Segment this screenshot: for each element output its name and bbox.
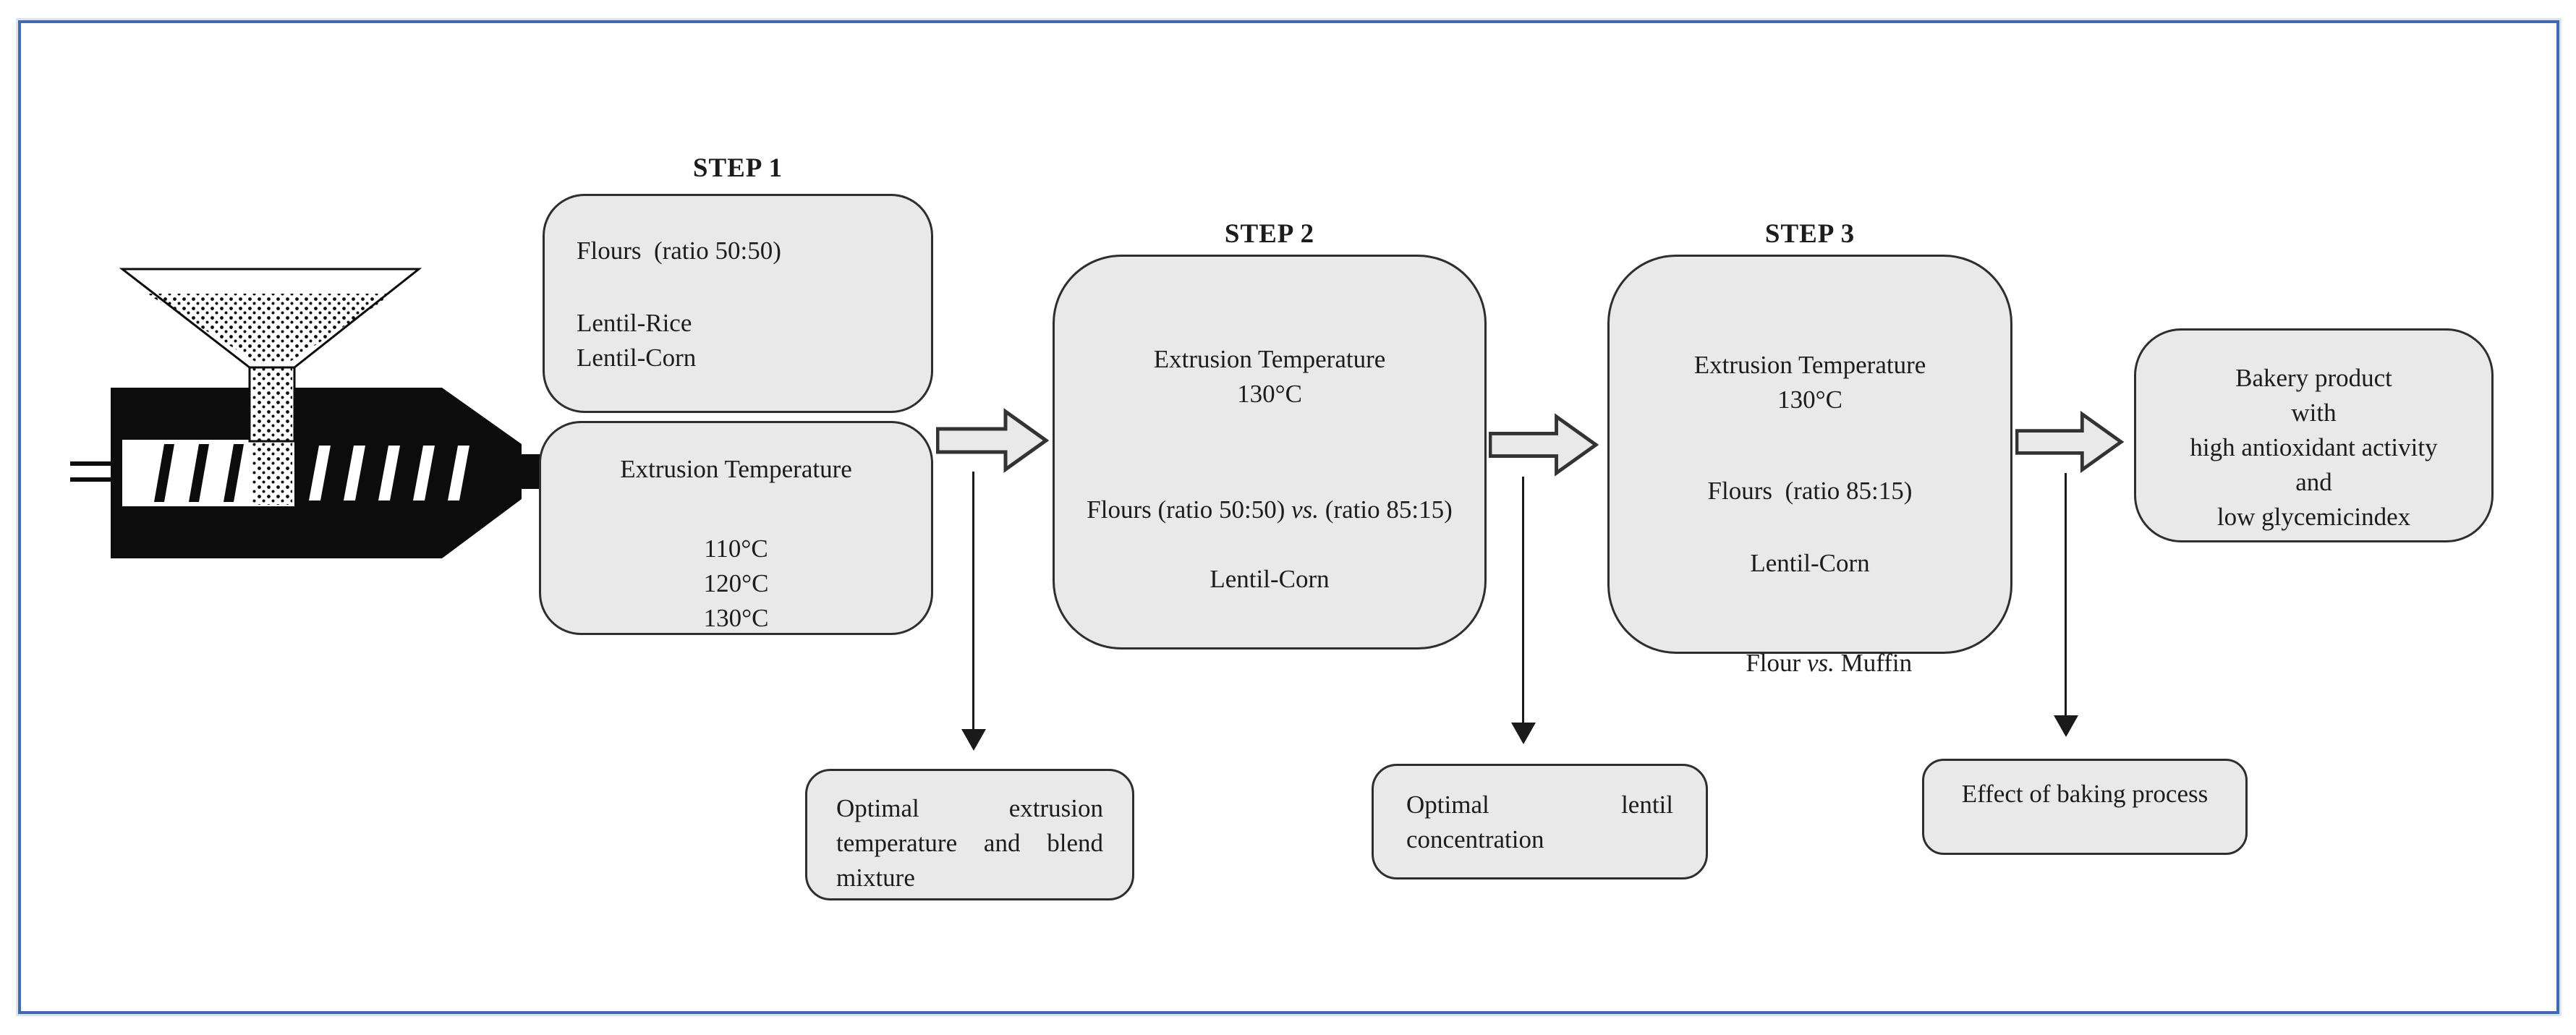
step1-label: STEP 1	[692, 153, 783, 183]
step1-temp-120: 120°C	[703, 569, 769, 597]
step3-compare-suffix: Muffin	[1834, 649, 1913, 677]
step1-temperature-title: Extrusion Temperature	[620, 455, 852, 483]
step1-blend-lentil-rice: Lentil-Rice	[577, 309, 692, 337]
outcome-box: Bakery product with high antioxidant act…	[2134, 328, 2494, 542]
flow-arrow-step3-outcome	[2015, 410, 2124, 474]
step2-temperature-title: Extrusion Temperature	[1153, 345, 1386, 373]
note-optimal-extrusion-text: Optimal extrusion temperature and blend …	[836, 794, 1103, 892]
step2-flours-comparison: Flours (ratio 50:50) vs. (ratio 85:15)	[1055, 493, 1484, 527]
step1-temp-110: 110°C	[704, 534, 768, 563]
step2-flours-suffix: (ratio 85:15)	[1319, 495, 1453, 524]
step1-temp-130: 130°C	[703, 604, 769, 632]
note-baking-effect: Effect of baking process	[1922, 759, 2248, 855]
step3-temperature-value: 130°C	[1777, 386, 1842, 414]
flow-arrow-step2-step3	[1489, 413, 1599, 477]
step3-temperature-title: Extrusion Temperature	[1693, 351, 1926, 379]
note-optimal-lentil-text: Optimal lentil concentration	[1406, 791, 1673, 853]
step3-flour-vs-muffin: Flour vs. Muffin	[1610, 611, 2010, 715]
step2-blend-lentil-corn: Lentil-Corn	[1210, 565, 1330, 593]
step3-vs-text: vs.	[1806, 649, 1835, 677]
flow-arrow-step1-step2	[936, 408, 1049, 473]
down-arrow-step1-note	[972, 472, 974, 729]
step2-temperature-value: 130°C	[1237, 380, 1302, 408]
step3-blend-lentil-corn: Lentil-Corn	[1750, 549, 1870, 577]
step2-label: STEP 2	[1224, 219, 1315, 249]
step3-compare-prefix: Flour	[1746, 649, 1807, 677]
outcome-line-2: with	[2291, 399, 2337, 427]
note-optimal-lentil-concentration: Optimal lentil concentration	[1372, 764, 1708, 879]
step1-flours-box: Flours (ratio 50:50) Lentil-Rice Lentil-…	[543, 194, 933, 413]
extruder-icon	[70, 268, 559, 558]
down-arrow-step3-note	[2065, 473, 2067, 715]
figure-frame	[18, 20, 2559, 1014]
step3-box: Extrusion Temperature 130°C Flours (rati…	[1607, 255, 2012, 677]
step2-flours-prefix: Flours (ratio 50:50)	[1087, 495, 1292, 524]
outcome-line-1: Bakery product	[2235, 364, 2392, 392]
step1-flours-ratio: Flours (ratio 50:50)	[577, 237, 781, 265]
step3-flours-ratio: Flours (ratio 85:15)	[1707, 477, 1913, 505]
step1-temperature-box: Extrusion Temperature 110°C 120°C 130°C	[539, 421, 933, 635]
outcome-line-4: and	[2295, 468, 2332, 496]
step2-vs-text: vs.	[1291, 495, 1319, 524]
step3-label: STEP 3	[1764, 219, 1856, 249]
step2-box: Extrusion Temperature 130°C Flours (rati…	[1053, 255, 1487, 649]
down-arrow-step2-note	[1522, 477, 1524, 723]
step1-blend-lentil-corn: Lentil-Corn	[577, 344, 697, 372]
outcome-line-5: low glycemicindex	[2216, 503, 2411, 531]
note-optimal-extrusion-temperature: Optimal extrusion temperature and blend …	[805, 769, 1134, 900]
outcome-line-3: high antioxidant activity	[2190, 433, 2438, 461]
note-baking-effect-text: Effect of baking process	[1961, 780, 2209, 808]
